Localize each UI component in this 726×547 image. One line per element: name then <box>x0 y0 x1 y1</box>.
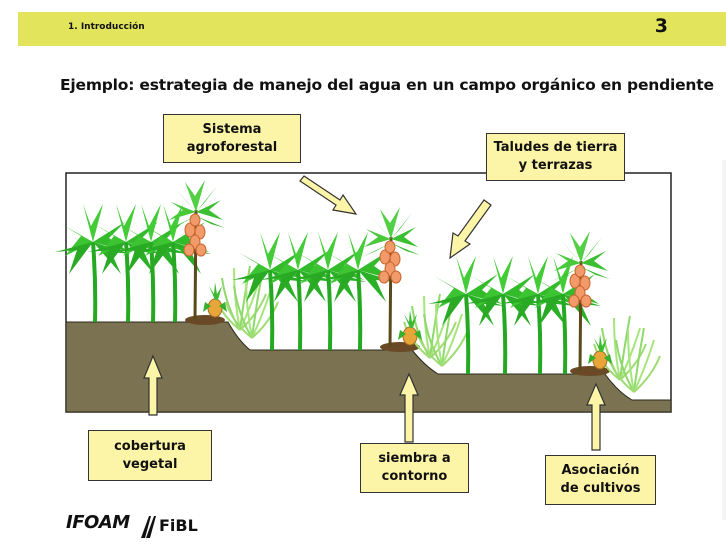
callout-line: y terrazas <box>518 158 593 173</box>
fibl-logo: FiBL <box>137 514 198 540</box>
callout-sistema-agroforestal: Sistema agroforestal <box>163 114 301 163</box>
header-bar: 1. Introducción 3 <box>18 12 726 46</box>
callout-cobertura-vegetal: cobertura vegetal <box>88 430 212 481</box>
callout-line: Sistema <box>202 121 262 137</box>
terraced-soil <box>65 321 672 413</box>
callout-line: de cultivos <box>560 481 641 496</box>
mound <box>185 315 225 325</box>
fibl-wordmark: FiBL <box>159 516 198 535</box>
callout-asociacion-cultivos: Asociación de cultivos <box>545 455 656 505</box>
callout-line: siembra a <box>378 451 451 466</box>
callout-line: Taludes de tierra <box>493 140 618 155</box>
page-edge <box>722 160 726 520</box>
callout-taludes-terrazas: Taludes de tierra y terrazas <box>486 133 625 181</box>
callout-line: vegetal <box>122 456 178 472</box>
fibl-mark-icon <box>141 516 156 538</box>
arrow-asociacion <box>586 382 606 451</box>
callout-line: agroforestal <box>186 139 278 155</box>
arrow-terrazas <box>449 199 492 260</box>
page-number: 3 <box>654 15 668 37</box>
arrow-cobertura <box>143 354 163 416</box>
arrow-siembra <box>399 372 419 443</box>
callout-line: Asociación <box>561 463 640 478</box>
page-title: Ejemplo: estrategia de manejo del agua e… <box>60 76 714 94</box>
ifoam-logo: IFOAM <box>66 512 130 533</box>
callout-line: contorno <box>381 469 448 484</box>
arrow-agroforestal <box>299 175 358 215</box>
section-label: 1. Introducción <box>68 22 145 32</box>
callout-siembra-contorno: siembra a contorno <box>360 443 469 493</box>
callout-line: cobertura <box>114 438 186 454</box>
